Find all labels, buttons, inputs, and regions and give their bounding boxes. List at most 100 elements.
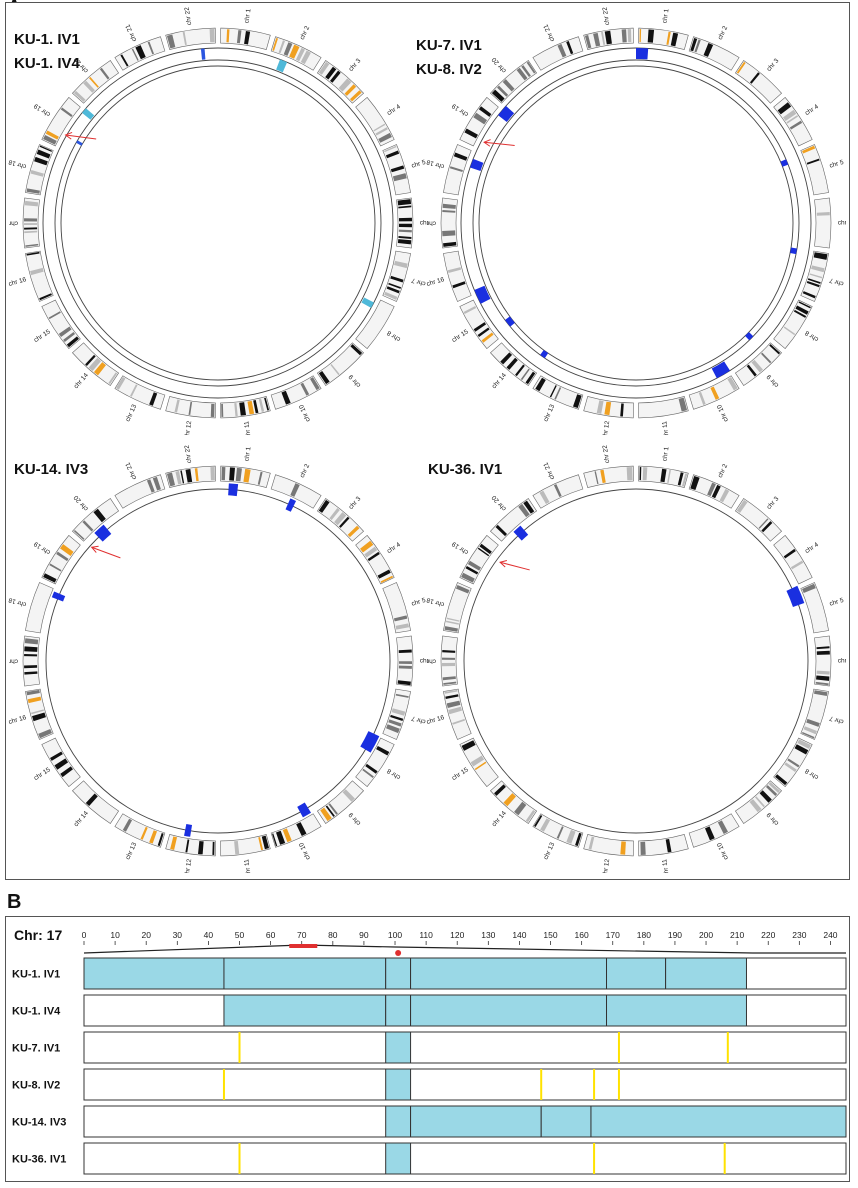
chromosome-ideogram: chr 10 — [270, 813, 322, 861]
chromosome-ideogram: chr 15 — [451, 737, 499, 788]
chromosome-ideogram: chr 17 — [426, 635, 458, 687]
row-frame — [83, 1031, 847, 1064]
cnv-mark — [474, 285, 491, 304]
axis-tick-label: 160 — [575, 930, 589, 940]
marker-line — [222, 1069, 225, 1100]
chromosome-label: chr 3 — [766, 495, 781, 511]
track-ring — [54, 59, 382, 387]
axis-tick-label: 30 — [173, 930, 183, 940]
cnv-mark — [184, 823, 193, 837]
chromosome-ideogram: chr 15 — [33, 737, 81, 788]
chromosome-ideogram: chr 16 — [8, 688, 54, 740]
cnv-mark — [297, 802, 312, 818]
cnv-mark — [94, 524, 112, 542]
roh-segment — [385, 1068, 412, 1101]
red-arrow-icon — [90, 545, 121, 559]
cnv-mark — [780, 159, 789, 167]
chromosome-ideogram: chr 22 — [165, 444, 216, 488]
chromosome-ideogram: chr 13 — [114, 813, 166, 861]
cnv-mark — [470, 158, 484, 171]
chromosome-ideogram: chr 6 — [814, 635, 846, 687]
sample-row: KU-7. IV1 — [12, 1031, 847, 1064]
chromosome-ideogram: chr 14 — [72, 342, 119, 390]
chromosome-ideogram: chr 8 — [355, 299, 402, 350]
chromosome-title: Chr: 17 — [14, 927, 62, 943]
axis-tick-label: 90 — [359, 930, 369, 940]
cnv-mark — [513, 525, 529, 541]
chromosome-ideogram: chr 2 — [270, 463, 322, 509]
cnv-mark — [636, 48, 649, 60]
chromosome-ideogram: chr 14 — [72, 780, 119, 828]
chromosome-ideogram: chr 15 — [451, 299, 499, 350]
chromosome-ideogram: chr 9 — [735, 780, 782, 827]
chromosome-label: chr 9 — [347, 811, 362, 827]
plot-2-label-2: KU-8. IV2 — [416, 61, 482, 78]
chromosome-label: chr 18 — [8, 596, 27, 608]
chromosome-label: chr 1 — [243, 446, 252, 462]
chromosome-label: chr 22 — [602, 6, 612, 25]
chromosome-ideogram: chr 17 — [8, 197, 40, 249]
chromosome-label: chr 1 — [661, 446, 670, 462]
axis-tick-label: 60 — [266, 930, 276, 940]
chromosome-label: chr 2 — [717, 463, 730, 479]
chromosome-ideogram: chr 1 — [638, 8, 689, 50]
chromosome-ideogram: chr 20 — [490, 56, 537, 104]
cnv-mark — [498, 105, 515, 123]
chromosome-label: chr 3 — [348, 495, 363, 511]
marker-line — [593, 1143, 596, 1174]
chromosome-ideogram: chr 4 — [773, 96, 820, 147]
chromosome-ideogram: chr 9 — [317, 342, 364, 389]
chromosome-ideogram: chr 8 — [773, 737, 820, 788]
chromosome-ideogram: chr 1 — [220, 8, 271, 50]
roh-segment — [223, 994, 387, 1027]
chromosome-label: chr 19 — [450, 540, 469, 556]
chromosome-label: chr 14 — [491, 372, 508, 391]
roh-segment — [410, 994, 608, 1027]
cnv-mark — [51, 591, 66, 602]
chromosome-label: chr 22 — [184, 6, 194, 25]
marker-line — [238, 1032, 241, 1063]
chromosome-label: chr 2 — [299, 25, 312, 41]
red-arrow-icon — [483, 139, 515, 147]
chromosome-label: chr 17 — [8, 657, 18, 664]
chromosome-label: chr 19 — [32, 102, 51, 118]
axis-tick-label: 130 — [481, 930, 495, 940]
chromosome-ideogram: chr 5 — [800, 582, 845, 634]
chromosome-label: chr 11 — [243, 420, 252, 435]
track-ring — [42, 47, 394, 399]
chromosome-label: chr 13 — [542, 403, 556, 423]
chromosome-ideogram: chr 13 — [532, 375, 584, 423]
track-ring — [472, 59, 800, 387]
axis-tick-label: 210 — [730, 930, 744, 940]
chromosome-ideogram: chr 15 — [33, 299, 81, 350]
cnv-mark — [786, 585, 805, 607]
red-arrow-icon — [499, 560, 530, 571]
chromosome-ideogram: chr 3 — [735, 495, 782, 542]
cnv-mark — [504, 316, 515, 327]
chromosome-ideogram: chr 20 — [490, 494, 537, 542]
chromosome-ideogram: chr 7 — [800, 688, 845, 740]
chromosome-ideogram: chr 21 — [532, 23, 584, 71]
axis-tick-label: 40 — [204, 930, 214, 940]
chromosome-ideogram: chr 17 — [8, 635, 40, 687]
chromosome-label: chr 4 — [386, 541, 402, 555]
chromosome-ideogram: chr 2 — [688, 463, 740, 509]
chromosome-ideogram: chr 5 — [382, 582, 427, 634]
axis-tick-label: 240 — [823, 930, 837, 940]
chromosome-ideogram: chr 4 — [355, 534, 402, 585]
cnv-mark — [285, 498, 297, 512]
chromosome-label: chr 4 — [386, 103, 402, 117]
plot-2-label-1: KU-7. IV1 — [416, 37, 482, 54]
cnv-mark — [790, 247, 797, 255]
chromosome-label: chr 11 — [661, 420, 670, 435]
ideogram-profile — [83, 944, 846, 954]
chromosome-label: chr 1 — [661, 8, 670, 24]
roh-segment — [385, 1142, 412, 1175]
chromosome-label: chr 12 — [184, 420, 194, 435]
chromosome-ideogram: chr 18 — [426, 144, 472, 196]
chromosome-ideogram: chr 6 — [814, 197, 846, 249]
